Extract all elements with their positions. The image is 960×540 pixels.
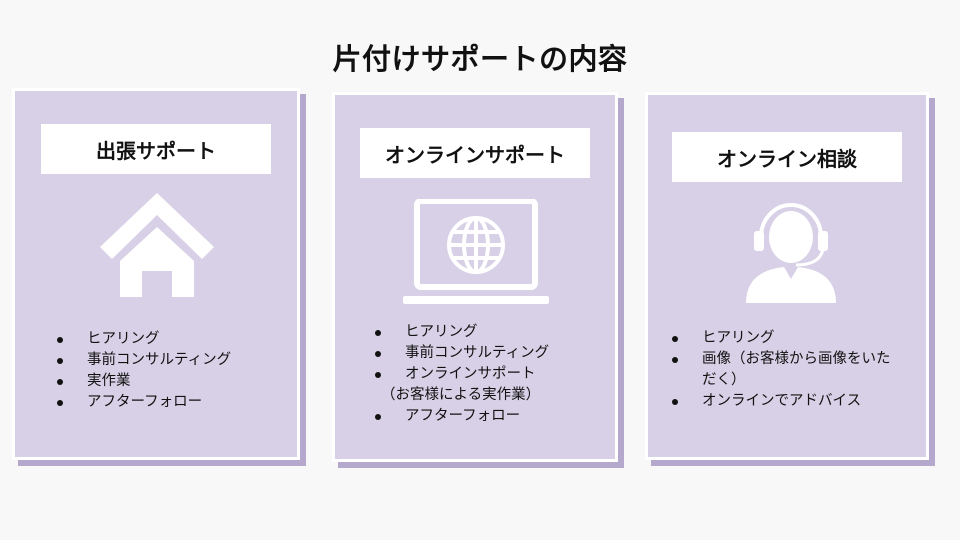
list-item: ヒアリング (670, 328, 891, 349)
card-items-online-consultation: ヒアリング 画像（お客様から画像をいた だく） オンラインでアドバイス (670, 328, 891, 412)
list-item: アフターフォロー (55, 392, 231, 413)
page-title: 片付けサポートの内容 (332, 42, 628, 76)
list-item: だく） (702, 372, 746, 388)
card-label-online-support: オンラインサポート (360, 128, 590, 178)
list-item: 事前コンサルティング (373, 343, 549, 364)
headset-person-icon (744, 193, 838, 305)
card-online-support: オンラインサポート ヒアリング 事前コンサルティング オンラインサポート （お客… (332, 92, 618, 462)
list-item: オンラインサポート (373, 364, 549, 385)
card-label-online-consultation: オンライン相談 (672, 132, 902, 182)
card-label-onsite-support: 出張サポート (41, 124, 271, 174)
card-online-consultation: オンライン相談 ヒアリング 画像（お客様から画像をいた だく） オンラインでアド… (645, 92, 929, 460)
house-icon (98, 191, 216, 299)
list-item: 画像（お客様から画像をいた (670, 349, 891, 370)
card-items-onsite-support: ヒアリング 事前コンサルティング 実作業 アフターフォロー (55, 329, 231, 413)
card-onsite-support: 出張サポート ヒアリング 事前コンサルティング 実作業 アフターフォロー (12, 88, 300, 460)
list-item: オンラインでアドバイス (670, 391, 891, 412)
laptop-globe-icon (401, 199, 551, 307)
list-item: 事前コンサルティング (55, 350, 231, 371)
list-item: アフターフォロー (373, 406, 549, 427)
list-item: ヒアリング (55, 329, 231, 350)
list-item: 実作業 (55, 371, 231, 392)
list-item: ヒアリング (373, 322, 549, 343)
list-item: （お客様による実作業） (381, 387, 541, 403)
card-items-online-support: ヒアリング 事前コンサルティング オンラインサポート （お客様による実作業） ア… (373, 322, 549, 427)
